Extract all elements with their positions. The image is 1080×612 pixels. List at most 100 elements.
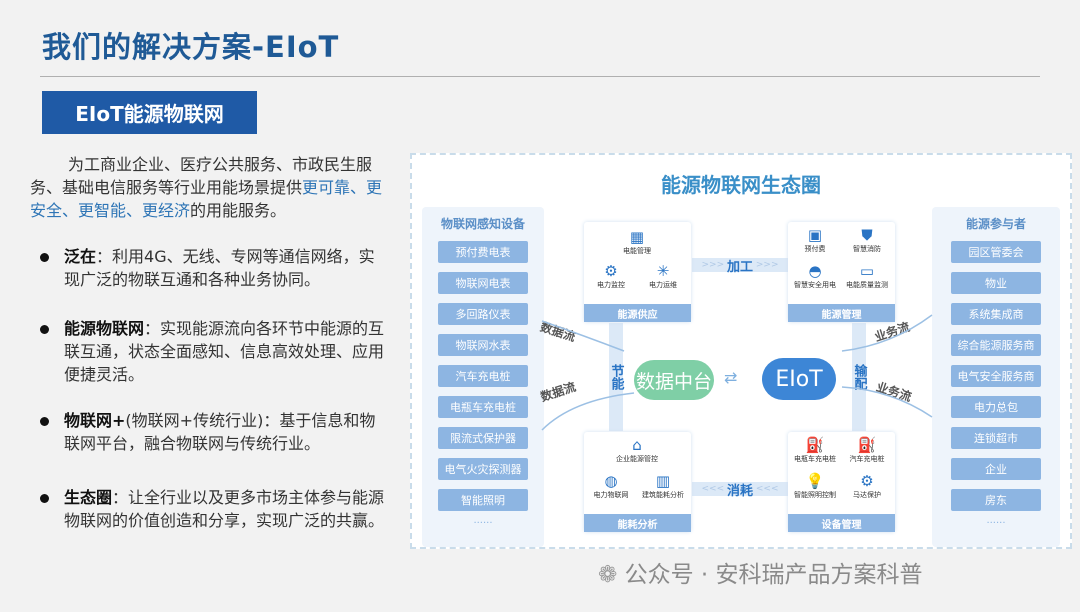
device-item: 限流式保护器 — [438, 427, 528, 449]
participant-item: 电力总包 — [951, 396, 1041, 418]
participant-item: 系统集成商 — [951, 303, 1041, 325]
title-divider — [40, 76, 1040, 77]
module-icon: ⚙电力监控 — [584, 262, 638, 290]
house-icon: ⌂ — [632, 436, 642, 454]
bullet-term: 生态圈 — [64, 488, 113, 507]
watermark-text: 公众号 · 安科瑞产品方案科普 — [624, 562, 923, 588]
device-item: 电气火灾探测器 — [438, 458, 528, 480]
module-icon: ⌂企业能源管控 — [610, 436, 664, 464]
module-icon: ▭电能质量监测 — [840, 262, 894, 290]
bullet-dot — [40, 417, 49, 426]
participant-item: 连锁超市 — [951, 427, 1041, 449]
module-label: 能源管理 — [788, 304, 895, 322]
arrow-chevrons-icon: >>> — [701, 260, 725, 270]
flow-label-distribute: 输配 — [851, 364, 867, 390]
exchange-arrows-icon: ⇄ — [724, 368, 738, 387]
panel-header: 物联网感知设备 — [440, 217, 525, 231]
module-icon: ⛊智慧消防 — [840, 226, 894, 254]
distribute-band: 输配 — [851, 323, 867, 431]
module-icon: ⛽汽车充电桩 — [840, 436, 894, 464]
eiot-cloud: EIoT — [762, 358, 836, 400]
module-label: 设备管理 — [788, 514, 895, 532]
flow-label-consume: 消耗 — [726, 483, 753, 499]
participant-item: 综合能源服务商 — [951, 334, 1041, 356]
device-item: 物联网电表 — [438, 272, 528, 294]
lightbulb-icon: 💡 — [805, 472, 825, 490]
gauge-icon: ◓ — [808, 262, 822, 280]
device-item: 智能照明 — [438, 489, 528, 511]
module-label: 能耗分析 — [584, 514, 691, 532]
participant-item: 房东 — [951, 489, 1041, 511]
device-item: 电瓶车充电桩 — [438, 396, 528, 418]
motor-gear-icon: ⚙ — [860, 472, 874, 490]
car-charger-icon: ⛽ — [857, 436, 877, 454]
building-icon: ▥ — [655, 472, 671, 490]
flow-arrows — [541, 314, 933, 431]
consume-band: <<< 消耗 <<< — [692, 482, 788, 499]
arrow-biz-out — [841, 314, 933, 352]
globe-icon: ◍ — [604, 472, 618, 490]
process-band: >>> 加工 >>> — [692, 258, 788, 275]
module-label: 能源供应 — [584, 304, 691, 322]
bullet-term: 泛在 — [64, 247, 97, 266]
module-energy-supply: ▦电能管理 ⚙电力监控 ✳电力运维 能源供应 — [584, 222, 691, 322]
bullet-term: 能源物联网 — [64, 319, 145, 338]
data-platform-cloud: 数据中台 — [634, 360, 714, 400]
intro-text-end: 的用能服务。 — [190, 201, 287, 220]
module-icon: ◍电力物联网 — [584, 472, 638, 500]
module-icon: ▣预付费 — [788, 226, 842, 254]
bullet-text: (物联网+传统行业)：基于信息和物联网平台，融合物联网与传统行业。 — [64, 411, 376, 453]
bullet-item: 物联网+(物联网+传统行业)：基于信息和物联网平台，融合物联网与传统行业。 — [38, 409, 390, 455]
module-icon: ◓智慧安全用电 — [788, 262, 842, 290]
bullet-text: ：利用4G、无线、专网等通信网络，实现广泛的物联互通和各种业务协同。 — [64, 247, 375, 289]
page-title: 我们的解决方案-EIoT — [42, 30, 340, 64]
watermark: ❁ 公众号 · 安科瑞产品方案科普 — [598, 555, 923, 589]
diagram-title: 能源物联网生态圈 — [661, 173, 821, 197]
meter-icon: ▦ — [629, 228, 645, 246]
snowflake-icon: ✳ — [656, 262, 670, 280]
bullet-text: ：让全行业以及更多市场主体参与能源物联网的价值创造和分享，实现广泛的共赢。 — [64, 488, 385, 530]
module-icon: ⚙马达保护 — [840, 472, 894, 500]
iot-devices-panel: 物联网感知设备 预付费电表 物联网电表 多回路仪表 物联网水表 汽车充电桩 电瓶… — [422, 207, 544, 547]
bullet-item: 生态圈：让全行业以及更多市场主体参与能源物联网的价值创造和分享，实现广泛的共赢。 — [38, 486, 390, 532]
flow-label-save: 节能 — [608, 364, 624, 390]
more-ellipsis: ...... — [473, 515, 493, 526]
arrow-data-out — [541, 392, 635, 431]
more-ellipsis: ...... — [986, 515, 1006, 526]
module-icon: ▥建筑能耗分析 — [636, 472, 690, 500]
ev-charger-icon: ⛽ — [805, 436, 825, 454]
device-item: 预付费电表 — [438, 241, 528, 263]
bullet-item: 能源物联网：实现能源流向各环节中能源的互联互通，状态全面感知、信息高效处理、应用… — [38, 317, 390, 386]
energy-participants-panel: 能源参与者 园区管委会 物业 系统集成商 综合能源服务商 电气安全服务商 电力总… — [932, 207, 1060, 547]
module-device-management: ⛽电瓶车充电桩 ⛽汽车充电桩 💡智能照明控制 ⚙马达保护 设备管理 — [788, 432, 895, 532]
participant-item: 园区管委会 — [951, 241, 1041, 263]
bullet-item: 泛在：利用4G、无线、专网等通信网络，实现广泛的物联互通和各种业务协同。 — [38, 245, 390, 291]
chart-monitor-icon: ▭ — [859, 262, 875, 280]
intro-highlight: 更可靠、更安全、更智能、更经济 — [30, 178, 383, 220]
bullet-dot — [40, 325, 49, 334]
intro-text: 为工商业企业、医疗公共服务、市政民生服务、基础电信服务等行业用能场景提供 — [30, 155, 373, 197]
device-item: 汽车充电桩 — [438, 365, 528, 387]
arrow-data-in — [541, 320, 625, 352]
device-item: 物联网水表 — [438, 334, 528, 356]
intro-paragraph: 为工商业企业、医疗公共服务、市政民生服务、基础电信服务等行业用能场景提供更可靠、… — [30, 153, 398, 222]
panel-header: 能源参与者 — [965, 217, 1026, 231]
participant-item: 物业 — [951, 272, 1041, 294]
module-icon: ⛽电瓶车充电桩 — [788, 436, 842, 464]
module-energy-analysis: ⌂企业能源管控 ◍电力物联网 ▥建筑能耗分析 能耗分析 — [584, 432, 691, 532]
module-energy-management: ▣预付费 ⛊智慧消防 ◓智慧安全用电 ▭电能质量监测 能源管理 — [788, 222, 895, 322]
prepaid-card-icon: ▣ — [807, 226, 823, 244]
bullet-dot — [40, 494, 49, 503]
bullet-term: 物联网+ — [64, 411, 126, 430]
arrow-chevrons-icon: <<< — [755, 484, 779, 494]
device-item: 多回路仪表 — [438, 303, 528, 325]
ecosystem-diagram: 能源物联网生态圈 物联网感知设备 预付费电表 物联网电表 多回路仪表 物联网水表… — [410, 153, 1072, 549]
arrow-biz-in — [841, 386, 933, 418]
module-icon: 💡智能照明控制 — [788, 472, 842, 500]
bullet-text: ：实现能源流向各环节中能源的互联互通，状态全面感知、信息高效处理、应用便捷灵活。 — [64, 319, 385, 384]
bullet-dot — [40, 253, 49, 262]
flow-label-process: 加工 — [727, 259, 754, 275]
module-icon: ▦电能管理 — [610, 228, 664, 256]
participant-item: 电气安全服务商 — [951, 365, 1041, 387]
shield-icon: ⛊ — [861, 226, 873, 244]
